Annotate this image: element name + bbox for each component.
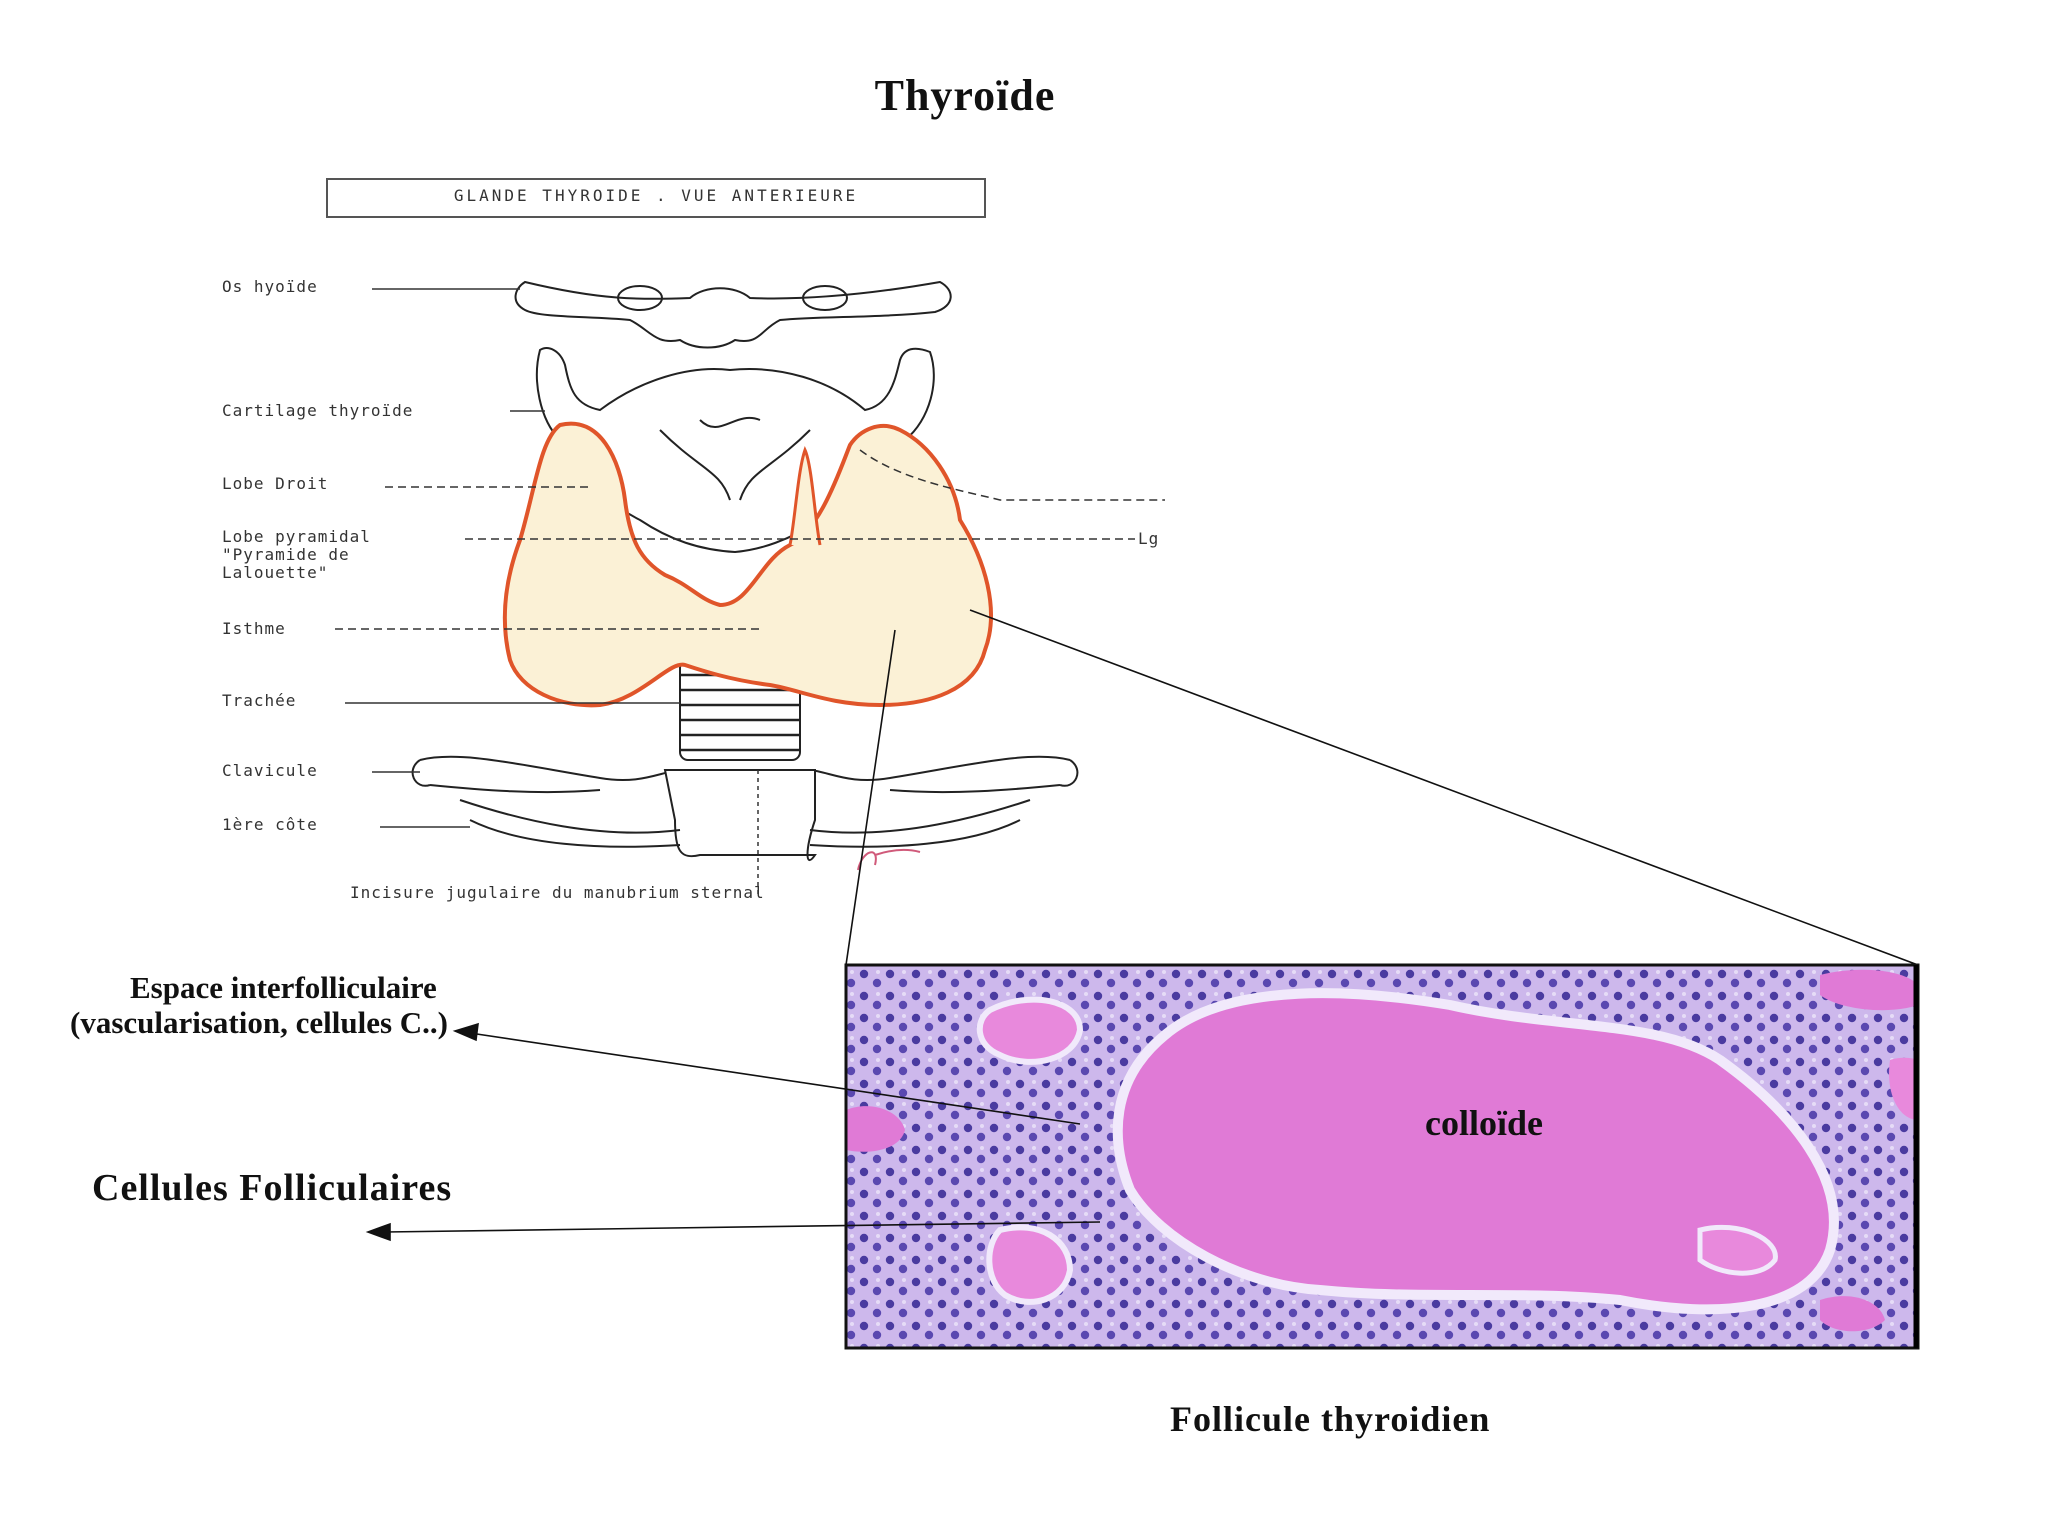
hyoid-bone	[516, 282, 951, 348]
clavicles-ribs-sternum	[413, 757, 1078, 860]
thyroid-gland	[505, 424, 991, 706]
zoom-lines	[846, 610, 1918, 965]
label-espace-interfolliculaire: Espace interfolliculaire	[130, 970, 437, 1006]
label-lg: Lg	[1138, 530, 1159, 548]
label-trachee: Trachée	[222, 692, 296, 710]
label-lobe-pyramidal: Lobe pyramidal	[222, 528, 371, 546]
label-lalouette: Lalouette"	[222, 564, 328, 582]
label-colloide: colloïde	[1425, 1102, 1543, 1144]
label-clavicule: Clavicule	[222, 762, 318, 780]
label-isthme: Isthme	[222, 620, 286, 638]
follicle-micrograph	[846, 965, 1918, 1348]
label-espace-detail: (vascularisation, cellules C..)	[70, 1005, 448, 1041]
label-follicule-thyroidien: Follicule thyroidien	[1170, 1398, 1490, 1440]
pyramidal-lobe	[790, 450, 820, 545]
label-cartilage-thyroide: Cartilage thyroïde	[222, 402, 413, 420]
label-incisure-jugulaire: Incisure jugulaire du manubrium sternal	[350, 884, 765, 902]
label-premiere-cote: 1ère côte	[222, 816, 318, 834]
label-lobe-droit: Lobe Droit	[222, 475, 328, 493]
label-pyramide-de: "Pyramide de	[222, 546, 350, 564]
label-cellules-folliculaires: Cellules Folliculaires	[92, 1166, 452, 1210]
label-os-hyoide: Os hyoïde	[222, 278, 318, 296]
artist-signature	[858, 850, 920, 870]
